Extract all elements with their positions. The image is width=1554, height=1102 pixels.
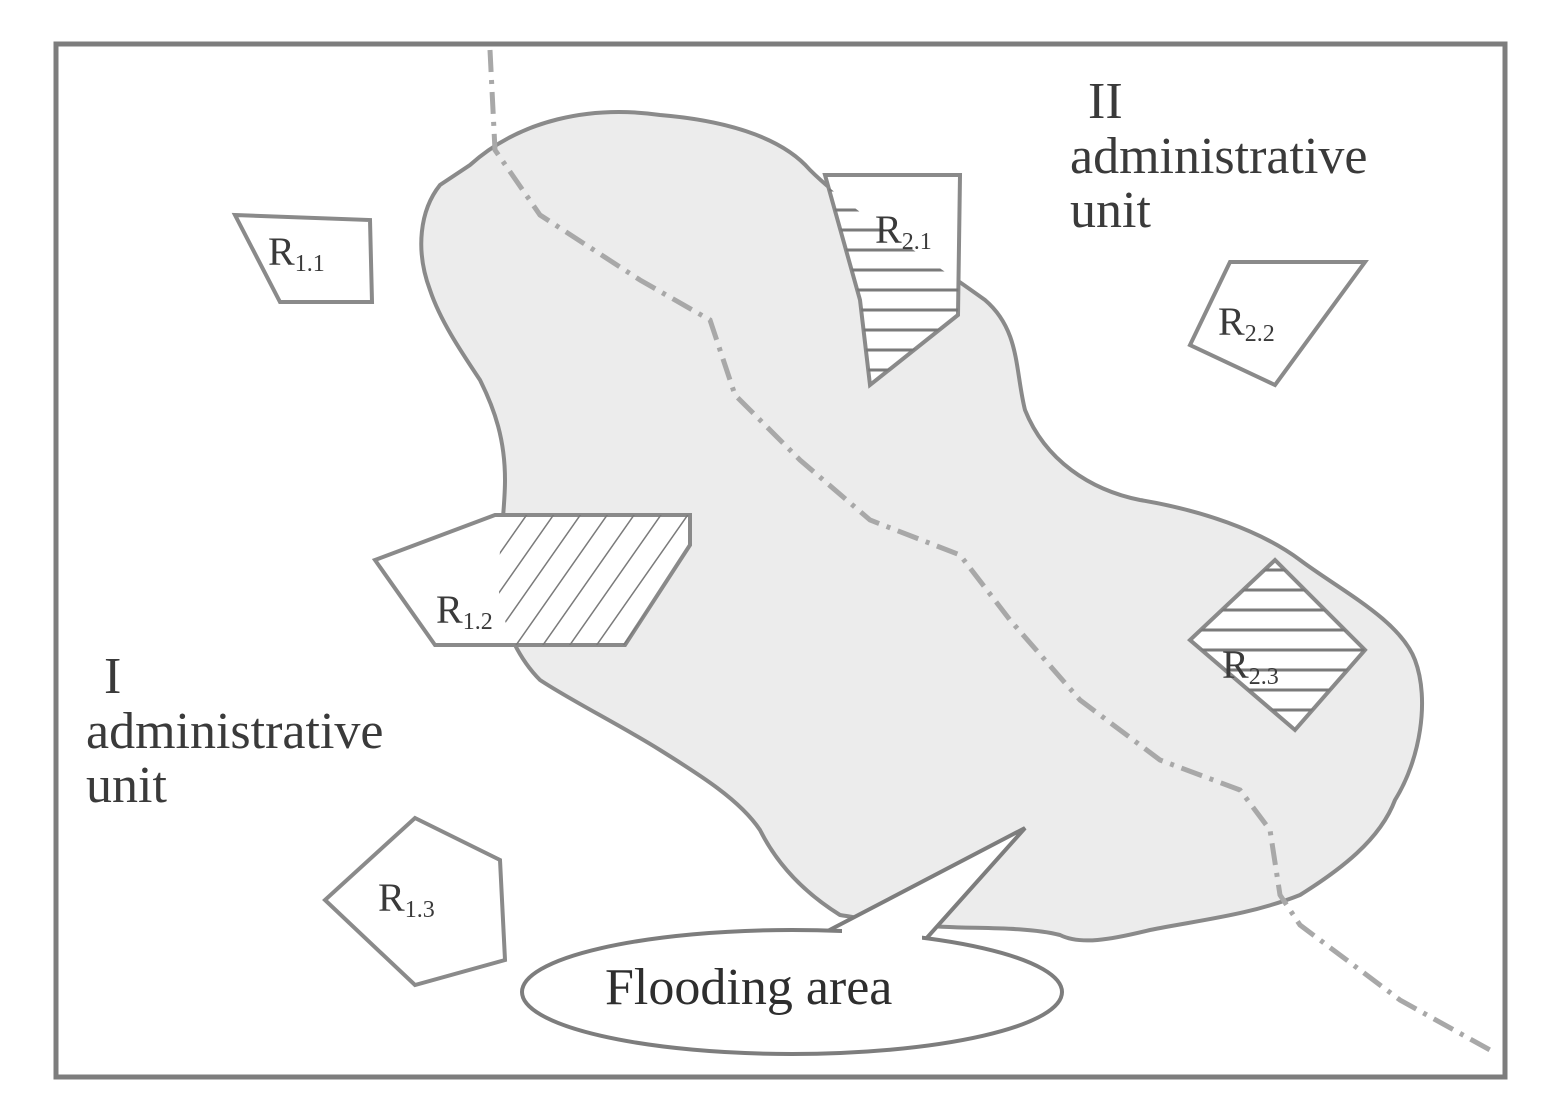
region-r22-sub: 2.2	[1244, 321, 1275, 347]
region-r12-label: R1.2	[436, 587, 493, 635]
unit-1-numeral: I	[104, 648, 122, 705]
region-r22-label: R2.2	[1218, 299, 1275, 347]
region-r21-sub: 2.1	[901, 229, 932, 255]
unit-2-word2: unit	[1070, 182, 1151, 240]
unit-2-word1: administrative	[1070, 127, 1368, 185]
region-r22-shape	[1187, 260, 1369, 388]
region-r12-letter: R	[436, 587, 463, 632]
region-r13-letter: R	[378, 875, 405, 920]
unit-1-label: I administrative unit	[86, 648, 384, 815]
region-r13-sub: 1.3	[404, 897, 435, 923]
administrative-boundary-line	[487, 49, 1492, 1053]
callout-ellipse	[520, 928, 1064, 1056]
frame-border	[53, 41, 1508, 1080]
region-r22-letter: R	[1218, 299, 1245, 344]
region-r23-letter: R	[1222, 642, 1249, 687]
unit-2-numeral: II	[1088, 73, 1123, 130]
flooding-area-label: Flooding area	[605, 959, 893, 1016]
region-r21-label: R2.1	[875, 207, 932, 255]
region-r11-label: R1.1	[268, 229, 325, 277]
region-r13-label: R1.3	[378, 875, 435, 923]
region-r11-shape	[231, 212, 375, 304]
region-r11-letter: R	[268, 229, 295, 274]
region-r12-sub: 1.2	[462, 609, 493, 635]
region-r11-sub: 1.1	[294, 251, 325, 277]
unit-1-word2: unit	[86, 757, 167, 815]
region-r23-sub: 2.3	[1248, 664, 1279, 690]
region-r21-letter: R	[875, 207, 902, 252]
region-r23-label: R2.3	[1222, 642, 1279, 690]
region-r23-hatched-overlap	[1190, 560, 1365, 730]
unit-1-word1: administrative	[86, 702, 384, 760]
callout-join	[842, 928, 922, 942]
region-r13-shape	[322, 815, 508, 988]
unit-2-label: II administrative unit	[1070, 73, 1368, 240]
